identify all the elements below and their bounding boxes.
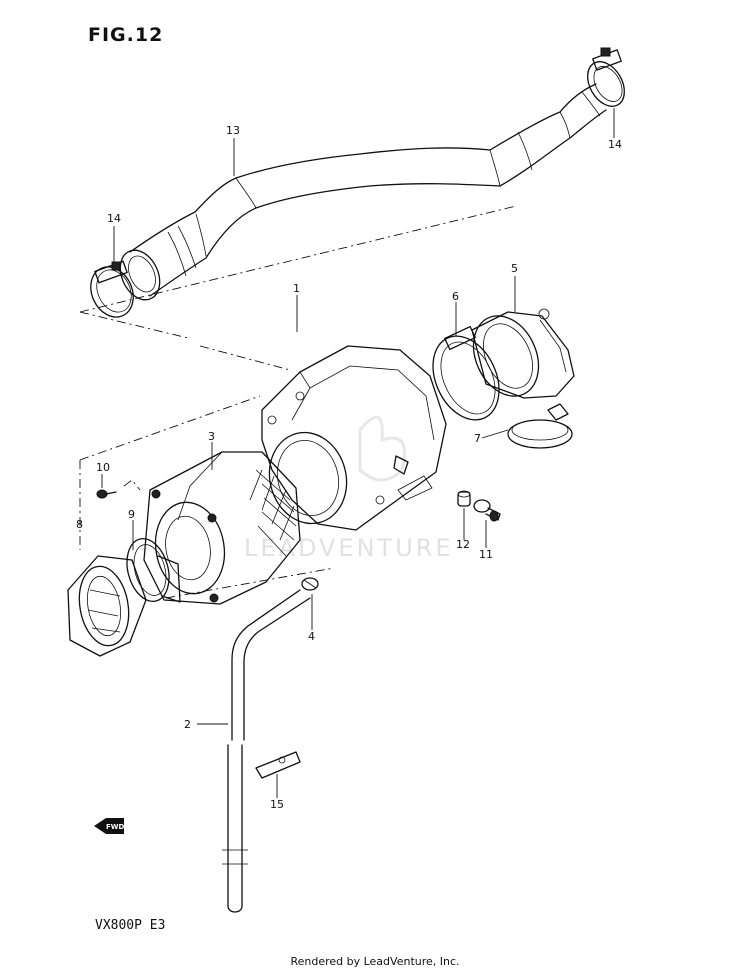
part-number-13: 13 [226,124,240,137]
watermark-text: LEADVENTURE [244,534,454,562]
drain-clip [301,577,319,591]
part-number-12: 12 [456,538,470,551]
intake-funnel [67,555,147,657]
part-number-14-left: 14 [107,212,121,225]
outlet-duct [471,308,575,399]
part-number-5: 5 [511,262,518,275]
funnel-clamp [126,538,181,603]
part-number-2: 2 [184,718,191,731]
fwd-label: FWD [106,823,125,831]
model-code: VX800P E3 [95,918,166,933]
air-cleaner-case [261,345,447,531]
hose-clip-15 [255,751,301,779]
grommet-12 [457,490,471,507]
watermark: LEADVENTURE [244,415,454,562]
part-number-9: 9 [128,508,135,521]
part-number-11: 11 [479,548,493,561]
part-number-1: 1 [293,282,300,295]
bolt-11 [473,499,501,522]
part-number-4: 4 [308,630,315,643]
part-number-14-right: 14 [608,138,622,151]
forward-direction-arrow: FWD [94,818,125,834]
air-filter-element [143,451,301,605]
outlet-clamp [432,325,500,421]
part-number-15: 15 [270,798,284,811]
part-number-7: 7 [474,432,481,445]
drain-hose [222,589,311,913]
leader-lines [101,108,615,798]
part-number-10: 10 [96,461,110,474]
footer-credit: Rendered by LeadVenture, Inc. [290,955,460,968]
reference-lines [79,205,517,599]
intake-hose [119,83,607,301]
part-number-8: 8 [76,518,83,531]
figure-title: FIG.12 [88,24,164,46]
screw-10 [96,489,117,499]
part-number-6: 6 [452,290,459,303]
outlet-band [507,403,573,449]
part-number-3: 3 [208,430,215,443]
hose-clamp-left [90,260,134,318]
hose-clamp-right [587,47,625,107]
part-number-labels: 13 14 14 1 5 6 7 3 10 8 9 12 11 4 2 15 [76,124,622,811]
